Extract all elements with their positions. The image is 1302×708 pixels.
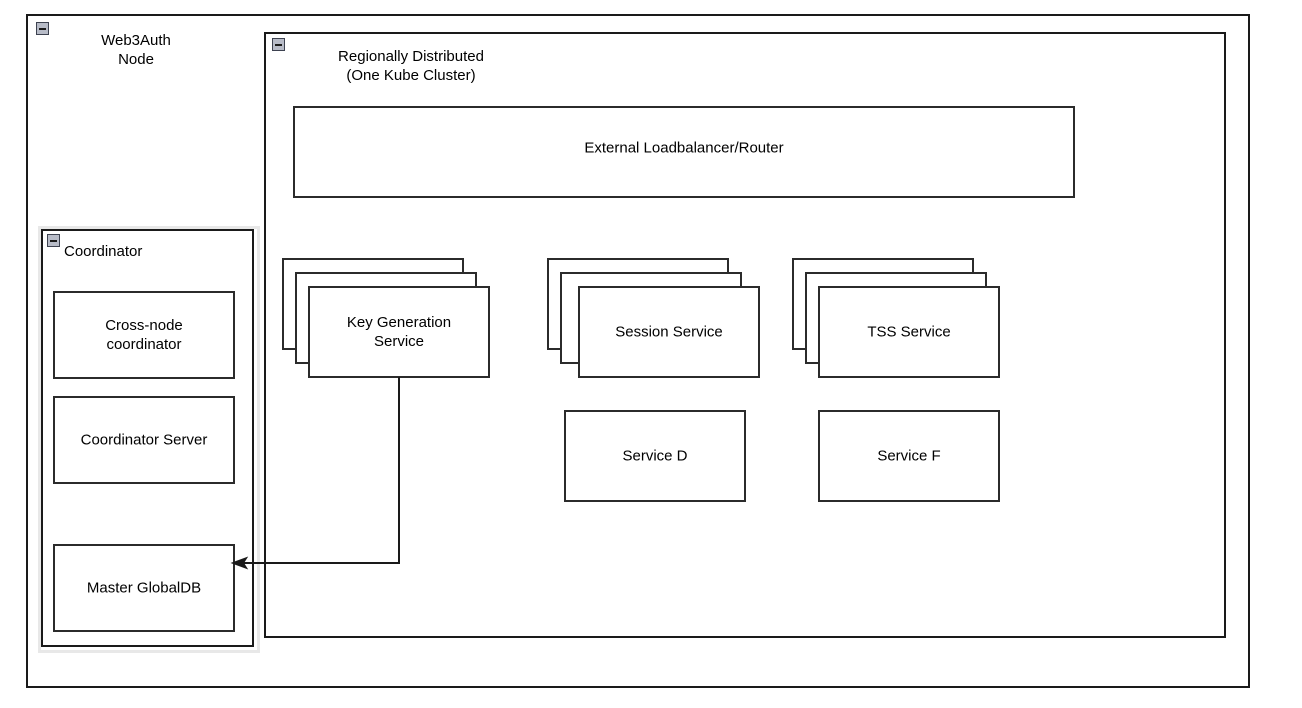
- coordinator-server-box[interactable]: Coordinator Server: [53, 396, 235, 484]
- coordinator-server-label: Coordinator Server: [80, 431, 208, 449]
- key-generation-service-label: Key Generation Service: [346, 314, 452, 350]
- service-f-box[interactable]: Service F: [818, 410, 1000, 502]
- service-d-label: Service D: [622, 447, 688, 465]
- tss-service-label: TSS Service: [867, 323, 951, 341]
- service-f-label: Service F: [877, 447, 941, 465]
- cross-node-coordinator-box[interactable]: Cross-node coordinator: [53, 291, 235, 379]
- external-loadbalancer-router-box[interactable]: External Loadbalancer/Router: [293, 106, 1075, 198]
- collapse-minus-icon-web3auth-node[interactable]: [36, 22, 49, 35]
- master-globaldb-box[interactable]: Master GlobalDB: [53, 544, 235, 632]
- service-d-box[interactable]: Service D: [564, 410, 746, 502]
- key-generation-service-box[interactable]: Key Generation Service: [308, 286, 490, 378]
- cross-node-coordinator-label: Cross-node coordinator: [105, 317, 183, 353]
- external-loadbalancer-router-label: External Loadbalancer/Router: [584, 139, 784, 157]
- collapse-minus-icon-kube-cluster[interactable]: [272, 38, 285, 51]
- master-globaldb-label: Master GlobalDB: [86, 579, 202, 597]
- session-service-label: Session Service: [615, 323, 723, 341]
- session-service-box[interactable]: Session Service: [578, 286, 760, 378]
- tss-service-box[interactable]: TSS Service: [818, 286, 1000, 378]
- collapse-minus-icon-coordinator[interactable]: [47, 234, 60, 247]
